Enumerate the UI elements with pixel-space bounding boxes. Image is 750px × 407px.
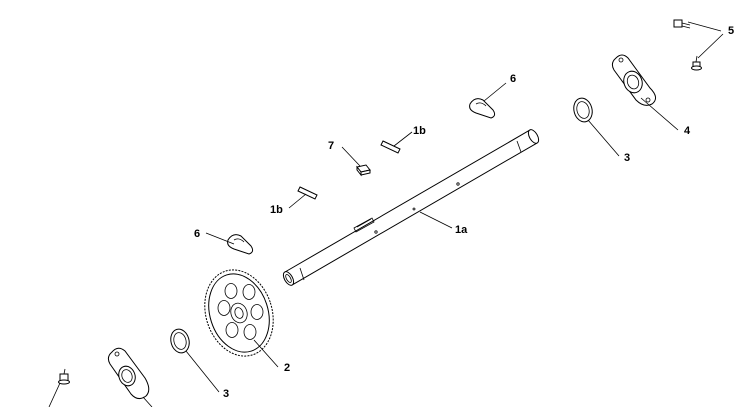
shaft-hole bbox=[374, 230, 378, 234]
clip-right-body bbox=[469, 98, 496, 119]
leader-5-bottom bbox=[48, 382, 61, 407]
callout-6-right: 6 bbox=[510, 73, 516, 85]
gear-lightening-hole bbox=[217, 300, 231, 316]
fastener-top-shank bbox=[681, 22, 691, 26]
shaft-hole bbox=[412, 207, 416, 211]
leader-7 bbox=[341, 146, 361, 167]
clip-left bbox=[227, 234, 254, 255]
gear-lightening-hole bbox=[250, 304, 264, 320]
key-front bbox=[360, 169, 371, 176]
pin-upper-body bbox=[380, 140, 401, 154]
washer-right-outer bbox=[573, 97, 593, 123]
callout-1b-lower: 1b bbox=[270, 204, 283, 216]
fastener-bottom-shank bbox=[63, 368, 66, 375]
flange-left-bolt-hole bbox=[114, 351, 120, 357]
shaft-ring-line bbox=[299, 267, 305, 281]
leader-flange-left bbox=[142, 396, 153, 407]
shaft-keyway-line bbox=[356, 218, 372, 228]
gear-lightening-hole bbox=[243, 324, 257, 340]
flange-right-bore bbox=[626, 74, 640, 90]
leader-3-left bbox=[185, 350, 220, 393]
clip-left-body bbox=[227, 234, 254, 255]
shaft-body bbox=[284, 129, 538, 286]
pin-lower bbox=[297, 186, 318, 200]
shaft-ring-line-right bbox=[516, 140, 522, 153]
flange-left-bore bbox=[121, 369, 133, 383]
leader-shank-1a bbox=[419, 211, 453, 229]
leader-4 bbox=[640, 97, 679, 131]
leader-2 bbox=[253, 339, 279, 368]
bearing-flange-right bbox=[611, 54, 656, 106]
callout-1a: 1a bbox=[455, 224, 468, 236]
gear-lightening-hole bbox=[242, 284, 256, 300]
gear-rim bbox=[208, 273, 270, 353]
washer-left bbox=[170, 328, 190, 354]
fastener-middle-flange bbox=[691, 65, 702, 71]
fastener-top-shank bbox=[681, 25, 691, 29]
gear-hub bbox=[230, 302, 248, 324]
leader-1b-upper bbox=[393, 131, 413, 147]
flange-right-bolt-hole bbox=[645, 97, 651, 103]
leader-3-right bbox=[587, 119, 620, 157]
shaft-end-right bbox=[527, 129, 540, 144]
leader-5-top bbox=[687, 21, 722, 32]
key bbox=[356, 164, 371, 177]
callout-3-right: 3 bbox=[624, 152, 630, 164]
fastener-middle-shank bbox=[695, 55, 698, 63]
callout-4: 4 bbox=[684, 125, 691, 137]
gear-bore bbox=[234, 307, 244, 319]
fastener-bottom-flange bbox=[58, 379, 70, 385]
leader-6-right bbox=[483, 82, 507, 102]
clip-right-loop bbox=[475, 102, 487, 107]
callout-labels: 1a 1b 1b 2 3 3 4 5 6 6 7 bbox=[194, 25, 734, 400]
shaft-bore bbox=[285, 274, 292, 283]
leader-lines bbox=[48, 21, 724, 407]
callout-3-left: 3 bbox=[223, 388, 229, 400]
gear bbox=[204, 269, 274, 357]
washer-left-outer bbox=[170, 328, 190, 354]
bearing-flange-left bbox=[107, 347, 150, 400]
fastener-top-head bbox=[673, 19, 683, 28]
leader-6-left bbox=[205, 232, 235, 245]
callout-2: 2 bbox=[284, 362, 290, 374]
shaft-hole bbox=[456, 182, 460, 186]
callout-7: 7 bbox=[328, 140, 334, 152]
flange-right-bolt-hole bbox=[618, 57, 624, 63]
clip-right bbox=[469, 98, 496, 119]
shaft bbox=[282, 129, 540, 286]
leader-5-middle bbox=[697, 33, 724, 59]
washer-right-inner bbox=[576, 101, 590, 119]
pin-upper bbox=[380, 140, 401, 154]
shaft-keyway bbox=[353, 217, 375, 233]
washer-right bbox=[573, 97, 593, 123]
fastener-top bbox=[673, 19, 691, 29]
fastener-middle bbox=[691, 55, 702, 71]
callout-6-left: 6 bbox=[194, 228, 200, 240]
pin-lower-body bbox=[297, 186, 318, 200]
fastener-bottom-left bbox=[58, 368, 70, 385]
clip-left-loop bbox=[233, 238, 245, 243]
gear-lightening-hole bbox=[224, 283, 238, 299]
callout-1b-upper: 1b bbox=[413, 125, 426, 137]
washer-left-inner bbox=[173, 332, 187, 350]
gear-lightening-hole bbox=[225, 322, 239, 338]
callout-5: 5 bbox=[728, 25, 734, 37]
leader-1b-lower bbox=[288, 193, 307, 209]
